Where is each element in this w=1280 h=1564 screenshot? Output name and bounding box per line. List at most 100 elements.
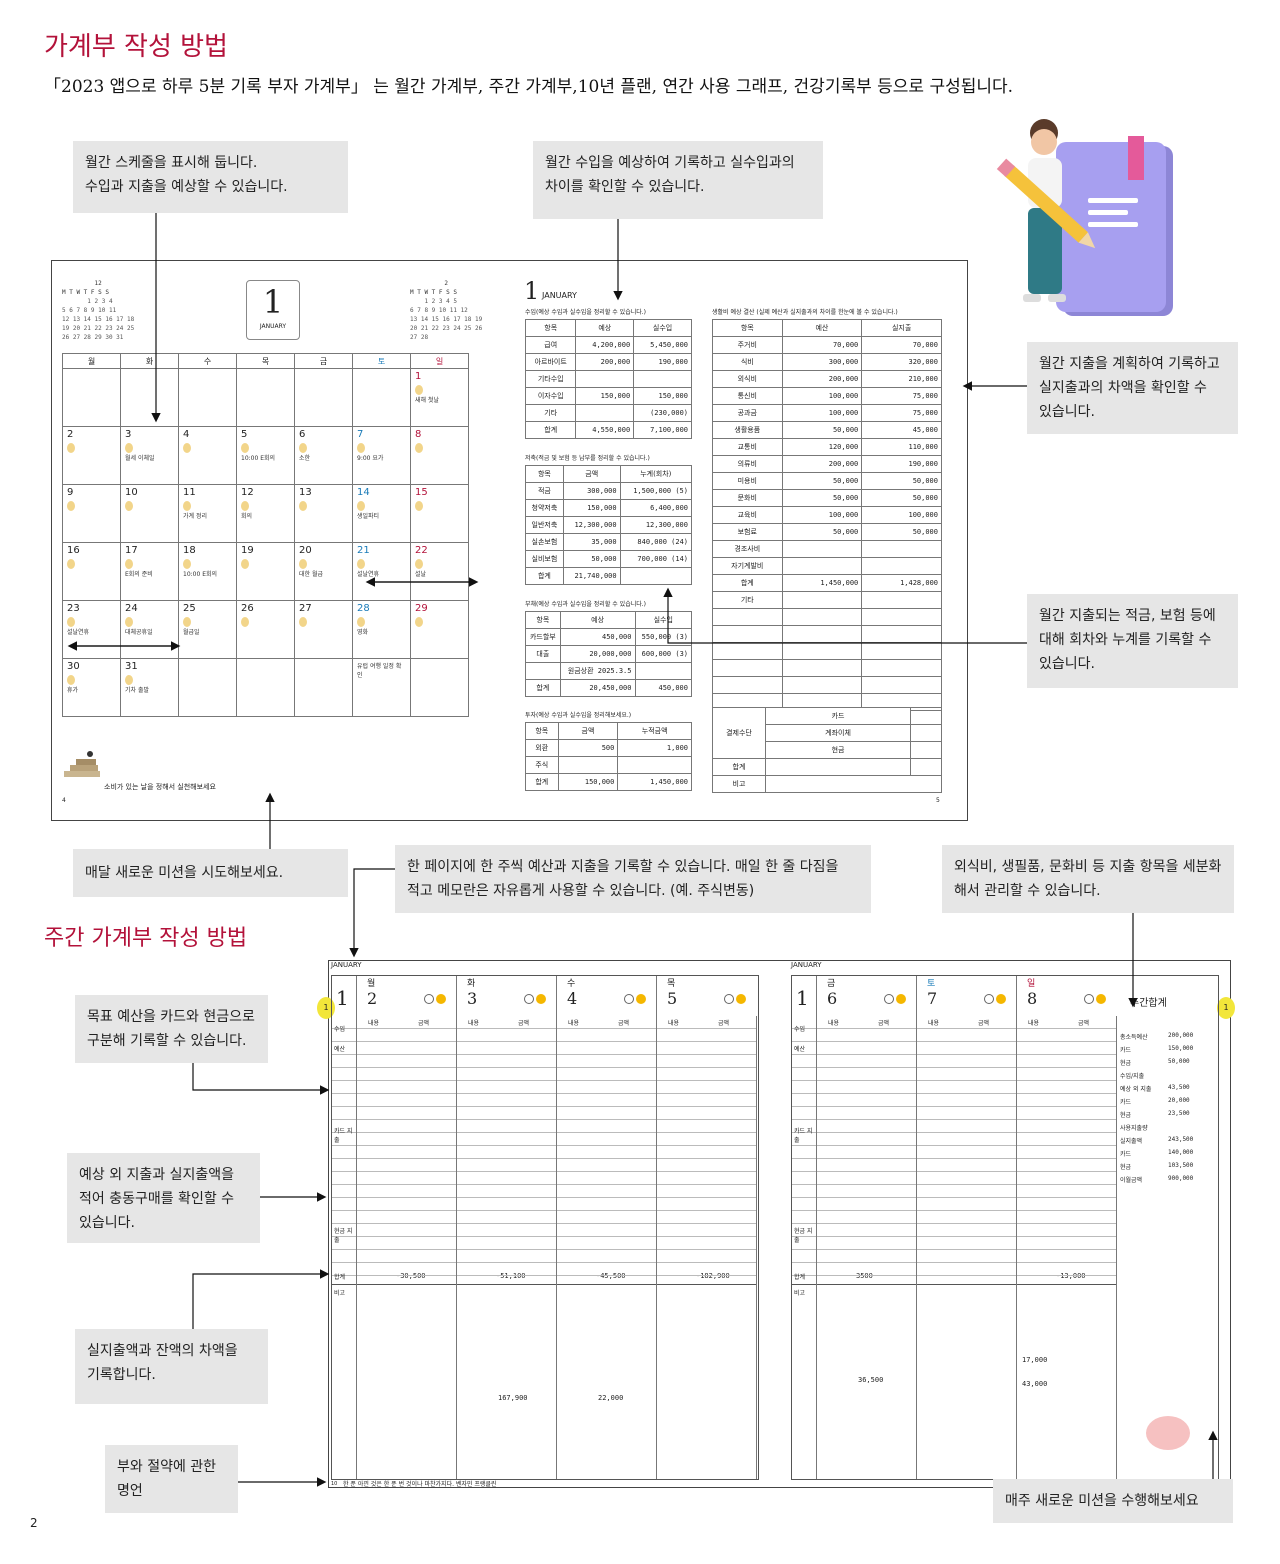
table-cell[interactable]: 대출: [525, 645, 561, 663]
table-cell[interactable]: 외식비: [712, 370, 783, 388]
table-cell[interactable]: 식비: [712, 353, 783, 371]
table-cell[interactable]: 카드할부: [525, 628, 561, 646]
calendar-day-cell[interactable]: 8: [410, 426, 469, 485]
calendar-day-cell[interactable]: 26: [236, 600, 295, 659]
grid-line: [656, 1016, 657, 1479]
table-cell[interactable]: [712, 693, 783, 711]
table-cell[interactable]: 7,100,000: [633, 421, 692, 439]
day-memo: 설날: [415, 571, 427, 578]
table-cell[interactable]: 100,000: [861, 506, 942, 524]
note-weekly-mission: 매주 새로운 미션을 수행해보세요: [993, 1479, 1233, 1523]
grid-line: [792, 1119, 1116, 1120]
grid-line: [332, 1093, 756, 1094]
table-cell[interactable]: 기타수입: [524, 370, 577, 388]
calendar-day-cell[interactable]: 유럽 여행 일정 확인: [352, 658, 411, 717]
table-cell[interactable]: 합계: [712, 574, 783, 592]
table-cell[interactable]: [712, 676, 783, 694]
table-row: [712, 608, 942, 626]
table-cell[interactable]: 150,000: [557, 773, 619, 791]
calendar-day-cell[interactable]: [294, 658, 353, 717]
moon-phase-icon: [357, 501, 365, 511]
calendar-day-cell[interactable]: [352, 368, 411, 427]
weather-icon: [996, 994, 1006, 1004]
week-total-item: 이월금액: [1120, 1177, 1143, 1184]
page-title: 가계부 작성 방법: [44, 32, 228, 62]
table-cell[interactable]: 20,450,000: [559, 679, 636, 697]
note-quote: 부와 절약에 관한 명언: [105, 1445, 238, 1513]
grid-line: [792, 1041, 1116, 1042]
table-cell[interactable]: [619, 567, 693, 585]
expense-title: 생활비 예상 결산 (실제 예산과 실지출과의 차이를 한눈에 볼 수 있습니다…: [712, 309, 898, 316]
week-total-value: 20,000: [1168, 1097, 1190, 1104]
calendar-day-cell[interactable]: [62, 368, 121, 427]
calendar-day-cell[interactable]: [410, 658, 469, 717]
table-cell[interactable]: 50,000: [861, 489, 942, 507]
day-number: 9: [67, 487, 74, 498]
table-cell[interactable]: 의류비: [712, 455, 783, 473]
table-cell[interactable]: 합계: [525, 679, 561, 697]
calendar-day-cell[interactable]: [120, 368, 179, 427]
table-cell[interactable]: 합계: [525, 567, 564, 585]
table-cell[interactable]: 합계: [525, 773, 559, 791]
calendar-day-cell[interactable]: [236, 658, 295, 717]
table-cell[interactable]: 1,450,000: [617, 773, 692, 791]
table-cell[interactable]: [712, 608, 783, 626]
mini-calendar-header: M T W T F S S: [410, 289, 457, 296]
table-cell[interactable]: 적금: [525, 482, 564, 500]
table-cell[interactable]: [712, 642, 783, 660]
table-cell[interactable]: 자기계발비: [712, 557, 783, 575]
day-date: 2: [367, 989, 378, 1008]
calendar-day-cell[interactable]: 19: [236, 542, 295, 601]
table-cell[interactable]: 기타: [524, 404, 577, 422]
calendar-day-cell[interactable]: [236, 368, 295, 427]
calendar-day-cell[interactable]: [178, 368, 237, 427]
table-header: 금액: [557, 722, 619, 740]
row-label-memo: 비고: [794, 1290, 806, 1297]
day-of-week: 토: [927, 979, 936, 989]
table-cell[interactable]: 150,000: [633, 387, 692, 405]
grid-line: [332, 1223, 756, 1224]
table-cell[interactable]: [712, 659, 783, 677]
table-cell[interactable]: 합계: [524, 421, 577, 439]
note-line: 월간 지출을 계획하여 기록하고: [1039, 356, 1220, 372]
table-cell[interactable]: 이자수입: [524, 387, 577, 405]
calendar-day-cell[interactable]: 29: [410, 600, 469, 659]
table-cell[interactable]: 450,000: [634, 679, 692, 697]
table-cell[interactable]: 기타: [712, 591, 783, 609]
table-cell[interactable]: 아르바이트: [524, 353, 577, 371]
memo-value: 36,500: [858, 1376, 884, 1384]
calendar-day-cell[interactable]: 10: [120, 484, 179, 543]
table-header: 항목: [524, 319, 577, 337]
table-cell[interactable]: 청약저축: [525, 499, 564, 517]
pay-sum: 합계: [712, 758, 766, 776]
col-head-amount: 금액: [718, 1020, 730, 1027]
day-of-week: 화: [467, 979, 476, 989]
table-cell[interactable]: 급여: [524, 336, 577, 354]
calendar-day-cell[interactable]: 13: [294, 484, 353, 543]
grid-line: [792, 1028, 1116, 1029]
grid-line: [816, 1016, 817, 1479]
table-cell[interactable]: 4,550,000: [575, 421, 635, 439]
calendar-day-cell[interactable]: [178, 658, 237, 717]
calendar-day-cell[interactable]: 15: [410, 484, 469, 543]
table-cell[interactable]: 교통비: [712, 438, 783, 456]
